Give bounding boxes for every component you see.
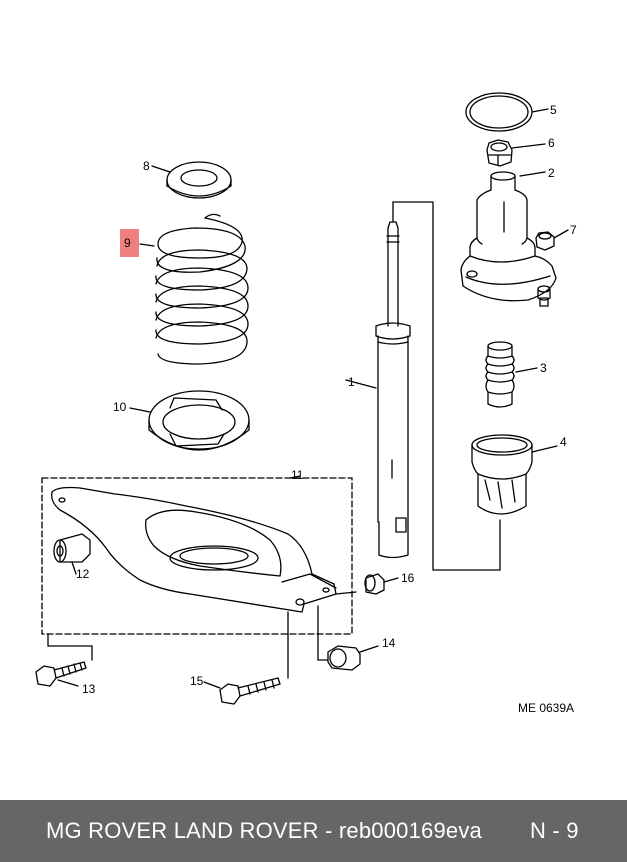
callout-3: 3	[540, 361, 547, 375]
footer-title: MG ROVER LAND ROVER - reb000169eva	[46, 818, 482, 843]
callout-labels: 5 6 2 7 3 4 1 8 9 10 11 12 16 14 13 15 M…	[76, 103, 577, 715]
callout-2: 2	[548, 166, 555, 180]
callout-9: 9	[124, 236, 131, 250]
callout-5: 5	[550, 103, 557, 117]
part-12-bush	[53, 533, 91, 575]
part-13-bolt	[35, 633, 93, 687]
callout-12: 12	[76, 567, 90, 581]
callout-1: 1	[348, 375, 355, 389]
part-3-bump-stop	[485, 341, 538, 408]
callout-8: 8	[143, 159, 150, 173]
callout-11: 11	[291, 468, 304, 482]
part-1-shock-absorber	[345, 201, 501, 571]
part-4-dust-cover	[471, 434, 558, 515]
callout-7: 7	[570, 223, 577, 237]
callout-4: 4	[560, 435, 567, 449]
callout-13: 13	[82, 682, 96, 696]
part-7-nut-and-bolt	[535, 229, 569, 307]
part-9-coil-spring	[139, 213, 249, 365]
part-5-o-ring	[465, 92, 549, 132]
part-6-nut	[486, 139, 546, 167]
part-11-lower-arm	[41, 475, 353, 635]
exploded-parts-diagram: 5 6 2 7 3 4 1 8 9 10 11 12 16 14 13 15 M…	[35, 92, 577, 715]
part-9-highlight	[120, 229, 139, 257]
callout-15: 15	[190, 674, 204, 688]
callout-16: 16	[401, 571, 415, 585]
callout-10: 10	[113, 400, 127, 414]
part-2-top-mount	[460, 171, 557, 302]
callout-6: 6	[548, 136, 555, 150]
part-16-bush	[335, 573, 399, 595]
footer-page-number: N - 9	[530, 818, 579, 843]
footer-bar: MG ROVER LAND ROVER - reb000169eva N - 9	[0, 800, 627, 862]
part-8-spring-seat	[151, 161, 232, 199]
part-14-bush	[317, 605, 379, 671]
part-15-bolt	[203, 611, 289, 705]
callout-14: 14	[382, 636, 396, 650]
diagram-reference-code: ME 0639A	[518, 701, 574, 715]
part-10-spring-isolator	[129, 390, 250, 451]
